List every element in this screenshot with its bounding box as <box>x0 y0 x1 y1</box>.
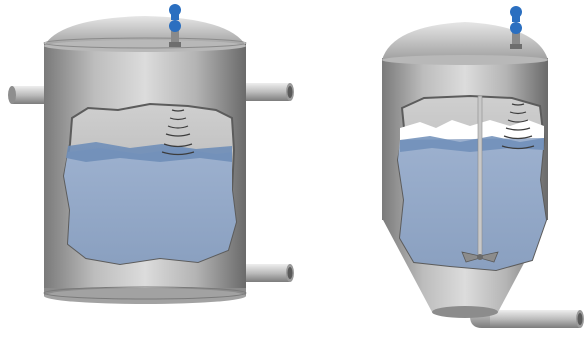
inlet-nozzle-right <box>244 83 294 101</box>
outlet-nozzle-right <box>244 264 294 282</box>
conical-agitated-tank <box>382 6 584 328</box>
cylindrical-tank <box>8 4 294 304</box>
liquid-body <box>398 138 546 270</box>
tank-cutout-window <box>64 104 236 264</box>
liquid-body <box>64 148 236 264</box>
inlet-nozzle-left <box>8 86 48 104</box>
tank-cutout-window <box>398 96 546 270</box>
